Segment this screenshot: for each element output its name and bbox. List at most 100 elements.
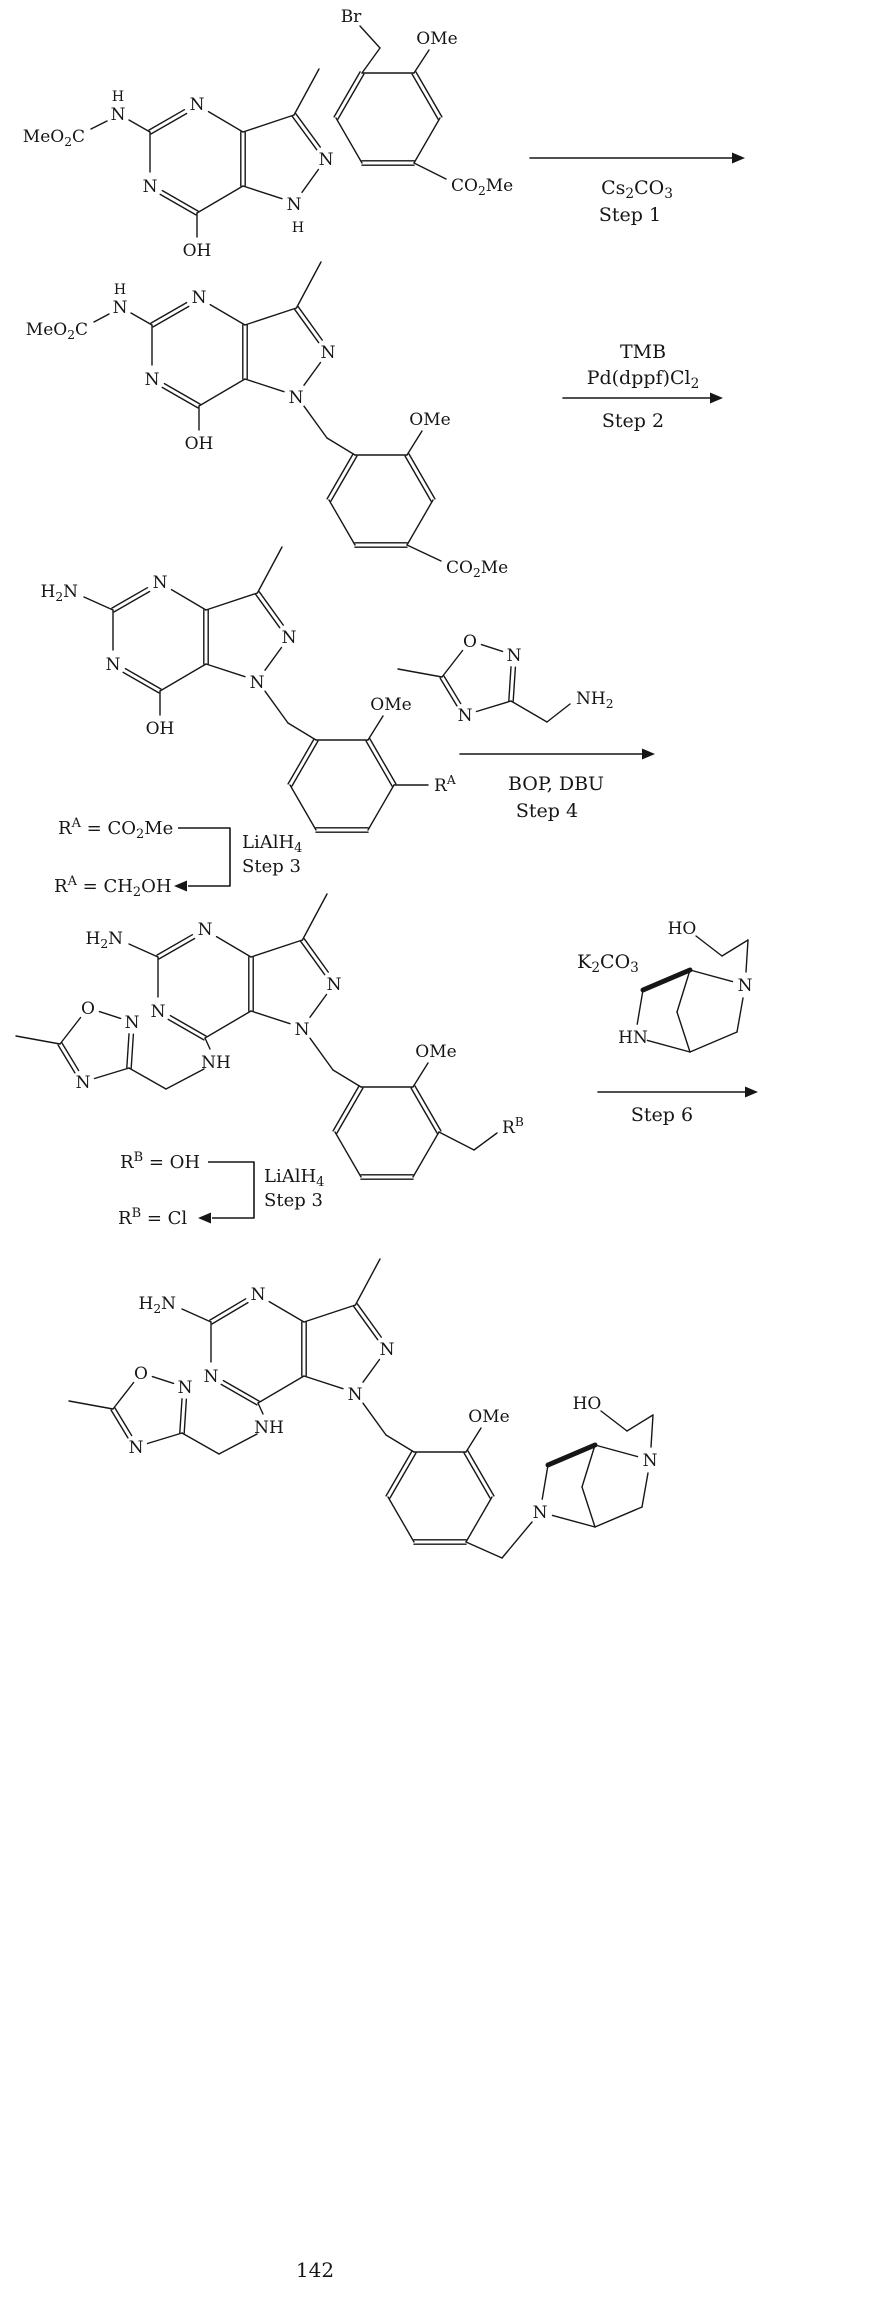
- bond: [412, 1062, 429, 1088]
- bond: [287, 722, 317, 741]
- arrow-step-2: [562, 392, 723, 404]
- atom-label: N: [204, 1367, 219, 1387]
- arrow-step-4: [459, 748, 655, 760]
- rb-after-label: RB = Cl: [118, 1206, 187, 1229]
- atom-label: HN: [618, 1028, 648, 1048]
- atom-label: N: [289, 388, 304, 408]
- atom-label: N: [143, 177, 158, 197]
- bond: [438, 1131, 475, 1151]
- bond: [257, 1402, 264, 1415]
- bond-double: [369, 738, 397, 785]
- bond: [594, 1506, 643, 1528]
- bond-double: [61, 1042, 80, 1072]
- bond-double: [158, 937, 196, 960]
- bond: [689, 969, 734, 983]
- bond: [244, 307, 298, 326]
- bond: [546, 703, 571, 723]
- bond: [244, 378, 285, 393]
- atom-label: N: [113, 298, 128, 318]
- step3b-reagent-label: LiAlH4: [264, 1166, 324, 1190]
- bond: [301, 893, 328, 941]
- bond: [256, 546, 283, 594]
- bond: [646, 1039, 691, 1053]
- bond: [205, 663, 246, 678]
- bond-double: [414, 1085, 442, 1132]
- bond: [362, 1358, 381, 1383]
- atom-label: MeO2C: [26, 320, 88, 342]
- bond: [303, 1304, 357, 1323]
- atom-label: N: [507, 646, 522, 666]
- bond-double: [385, 1450, 413, 1497]
- atom-label: N: [282, 628, 297, 648]
- elbow-shaft: [208, 1161, 255, 1219]
- bond: [594, 1444, 639, 1458]
- bond-double: [508, 666, 512, 702]
- atom-label: N: [153, 573, 168, 593]
- bond: [480, 643, 504, 653]
- atom-label: N: [151, 1002, 166, 1022]
- atom-label: RB: [502, 1115, 524, 1138]
- bond-wedge: [640, 967, 693, 993]
- bond: [83, 596, 114, 611]
- bond-double: [150, 301, 188, 324]
- bond-double: [467, 1450, 495, 1497]
- bond: [510, 700, 548, 723]
- bond: [146, 1432, 183, 1445]
- bond: [250, 939, 304, 958]
- atom-label: H: [112, 89, 124, 105]
- bond: [689, 1031, 738, 1053]
- step2-label: Step 2: [602, 410, 664, 432]
- step1-label: Step 1: [599, 204, 661, 226]
- bond: [354, 1258, 381, 1306]
- bond: [215, 935, 252, 958]
- arrow-head: [732, 152, 745, 164]
- bond-double: [303, 938, 329, 973]
- bond-double: [326, 453, 354, 500]
- atom-label: NH: [254, 1418, 284, 1438]
- arrow-head: [198, 1212, 211, 1224]
- elbow-shaft: [178, 827, 231, 887]
- atom-label: N: [295, 1020, 310, 1040]
- bond: [295, 261, 322, 309]
- bond-double: [148, 108, 186, 131]
- bond: [303, 405, 328, 439]
- bond: [218, 1433, 258, 1455]
- bond: [335, 117, 363, 164]
- bond-double: [410, 1087, 438, 1134]
- atom-label: N: [76, 1073, 91, 1093]
- bond: [397, 668, 443, 678]
- arrow-head: [174, 880, 187, 892]
- step3b-label: Step 3: [264, 1190, 323, 1211]
- bond-double: [113, 590, 151, 613]
- bond: [465, 1496, 493, 1543]
- atom-label: N: [319, 150, 334, 170]
- atom-label: N: [380, 1340, 395, 1360]
- bond: [181, 1308, 212, 1323]
- bond: [745, 939, 749, 973]
- bond: [181, 1432, 220, 1455]
- bond-double: [365, 740, 393, 787]
- atom-label: H: [114, 282, 126, 298]
- bond-double: [258, 591, 284, 626]
- bond-double: [161, 189, 199, 212]
- bond: [15, 1035, 61, 1045]
- bond: [242, 185, 283, 200]
- bond-double: [130, 1033, 135, 1069]
- bond: [359, 25, 381, 49]
- bond: [367, 784, 395, 831]
- step2-reagent-label-1: TMB: [620, 341, 666, 363]
- bond-double: [291, 115, 318, 151]
- atom-label: N: [643, 1451, 658, 1471]
- atom-label: H2N: [86, 929, 124, 951]
- atom-label: O: [81, 999, 95, 1019]
- bond: [328, 499, 356, 546]
- bond: [268, 1300, 305, 1323]
- atom-label: N: [125, 1013, 140, 1033]
- bond: [309, 1037, 334, 1071]
- bond-double: [463, 1452, 491, 1499]
- bond-wedge: [545, 1442, 598, 1468]
